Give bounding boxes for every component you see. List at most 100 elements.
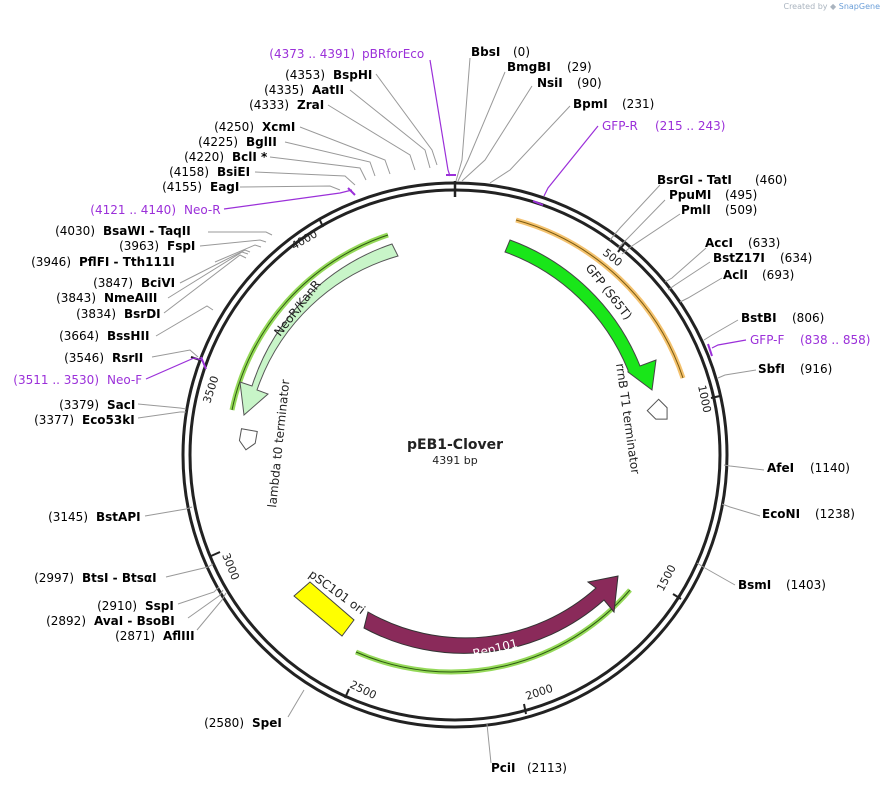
gfp-highlight-line [515, 219, 684, 379]
enzyme-name: ZraI [297, 98, 324, 112]
tick-label-4000: 4000 [289, 227, 320, 252]
enzyme-name: BglII [246, 135, 277, 149]
enzyme-position: (2910) [97, 599, 137, 613]
enzyme-name: XcmI [262, 120, 295, 134]
enzyme-position: (4225) [198, 135, 238, 149]
primer-name-Neo-R: Neo-R [184, 203, 221, 217]
rep101-feature-arrow [363, 575, 619, 654]
plasmid-length: 4391 bp [432, 454, 477, 467]
enzyme-position: (4220) [184, 150, 224, 164]
primer-name-GFP-F: GFP-F [750, 333, 785, 347]
enzyme-name: EagI [210, 180, 239, 194]
enzyme-position: (3379) [59, 398, 99, 412]
enzyme-name: PflFI - Tth111I [79, 255, 175, 269]
primer-mark-GFP-R [532, 200, 544, 206]
enzyme-position: (3664) [59, 329, 99, 343]
enzyme-position: (3963) [119, 239, 159, 253]
enzyme-name: BsiEI [217, 165, 250, 179]
lambda-terminator-label: lambda t0 terminator [265, 379, 292, 509]
rep101-highlight-line [355, 589, 631, 673]
primer-mark-GFP-F [707, 343, 713, 357]
primer-leaders [145, 59, 747, 380]
enzyme-position: (2997) [34, 571, 74, 585]
enzyme-position: (2580) [204, 716, 244, 730]
enzyme-labels-left: (2580) SpeI (2871) AflIII (2892) AvaI - … [31, 68, 372, 730]
enzyme-position: (231) [622, 97, 654, 111]
enzyme-position: (4158) [169, 165, 209, 179]
leader-lines [137, 57, 765, 764]
tick-label-2000: 2000 [524, 682, 555, 703]
enzyme-name: NmeAIII [104, 291, 157, 305]
neo-highlight-line [231, 234, 389, 411]
enzyme-position: (634) [780, 251, 812, 265]
credit-brand: SnapGene [838, 2, 880, 11]
enzyme-position: (0) [513, 45, 530, 59]
credit-created-by: Created by [783, 2, 828, 11]
enzyme-name: PpuMI [669, 188, 711, 202]
enzyme-position: (460) [755, 173, 787, 187]
tick-label-1000: 1000 [695, 384, 714, 414]
enzyme-position: (3145) [48, 510, 88, 524]
gfp-highlight-track [515, 217, 686, 379]
primer-range-Neo-F: (3511 .. 3530) [13, 373, 99, 387]
enzyme-position: (3377) [34, 413, 74, 427]
tick-mark-2500 [344, 688, 350, 699]
enzyme-position: (4353) [285, 68, 325, 82]
enzyme-position: (1403) [786, 578, 826, 592]
enzyme-name: BpmI [573, 97, 608, 111]
enzyme-name: BsrGI - TatI [657, 173, 732, 187]
enzyme-position: (1140) [810, 461, 850, 475]
primer-name-GFP-R: GFP-R [602, 119, 638, 133]
enzyme-position: (4155) [162, 180, 202, 194]
enzyme-name: BsaWI - TaqII [103, 224, 191, 238]
enzyme-position: (806) [792, 311, 824, 325]
enzyme-name: BmgBI [507, 60, 551, 74]
enzyme-name: Eco53kI [82, 413, 135, 427]
enzyme-labels-right: BbsI (0) BmgBI (29) NsiI (90) BpmI (231)… [471, 45, 855, 775]
enzyme-name: SspI [145, 599, 174, 613]
enzyme-name: AclI [723, 268, 748, 282]
enzyme-position: (916) [800, 362, 832, 376]
credit-logo-icon: ◆ [830, 2, 837, 11]
snapgene-credit: Created by ◆ SnapGene [783, 2, 880, 11]
ori-feature-box [293, 581, 355, 637]
enzyme-name: PmlI [681, 203, 711, 217]
primer-name-Neo-F: Neo-F [107, 373, 142, 387]
primer-labels: (4373 .. 4391) pBRforEco GFP-R (215 .. 2… [13, 47, 870, 387]
enzyme-position: (495) [725, 188, 757, 202]
enzyme-position: (4250) [214, 120, 254, 134]
enzyme-position: (4030) [55, 224, 95, 238]
primer-name-pBRforEco: pBRforEco [362, 47, 424, 61]
enzyme-position: (693) [762, 268, 794, 282]
enzyme-name: NsiI [537, 76, 563, 90]
tick-label-3000: 3000 [219, 551, 242, 582]
enzyme-position: (3834) [76, 307, 116, 321]
enzyme-position: (3946) [31, 255, 71, 269]
enzyme-name: BbsI [471, 45, 500, 59]
enzyme-name: BstBI [741, 311, 777, 325]
enzyme-position: (1238) [815, 507, 855, 521]
tick-mark-4000 [318, 217, 324, 228]
enzyme-position: (2871) [115, 629, 155, 643]
gfp-feature-arrow [504, 239, 657, 391]
enzyme-position: (90) [577, 76, 602, 90]
enzyme-name: BstZ17I [713, 251, 765, 265]
primer-range-GFP-F: (838 .. 858) [800, 333, 870, 347]
enzyme-position: (2113) [527, 761, 567, 775]
enzyme-position: (3546) [64, 351, 104, 365]
enzyme-name: BsmI [738, 578, 771, 592]
enzyme-position: (2892) [46, 614, 86, 628]
tick-mark-1000 [710, 395, 721, 399]
enzyme-name: FspI [167, 239, 195, 253]
plasmid-name: pEB1-Clover [407, 437, 503, 453]
tick-label-3500: 3500 [200, 374, 221, 405]
rrnb-terminator-icon [646, 398, 668, 420]
enzyme-position: (509) [725, 203, 757, 217]
neo-feature-arrow [239, 243, 399, 416]
primer-mark-Neo-R [347, 187, 356, 196]
tick-label-1500: 1500 [654, 563, 679, 594]
enzyme-name: BclI * [232, 150, 268, 164]
primer-range-Neo-R: (4121 .. 4140) [90, 203, 176, 217]
primer-mark-Neo-F [200, 356, 207, 370]
tick-mark-3000 [210, 551, 221, 557]
